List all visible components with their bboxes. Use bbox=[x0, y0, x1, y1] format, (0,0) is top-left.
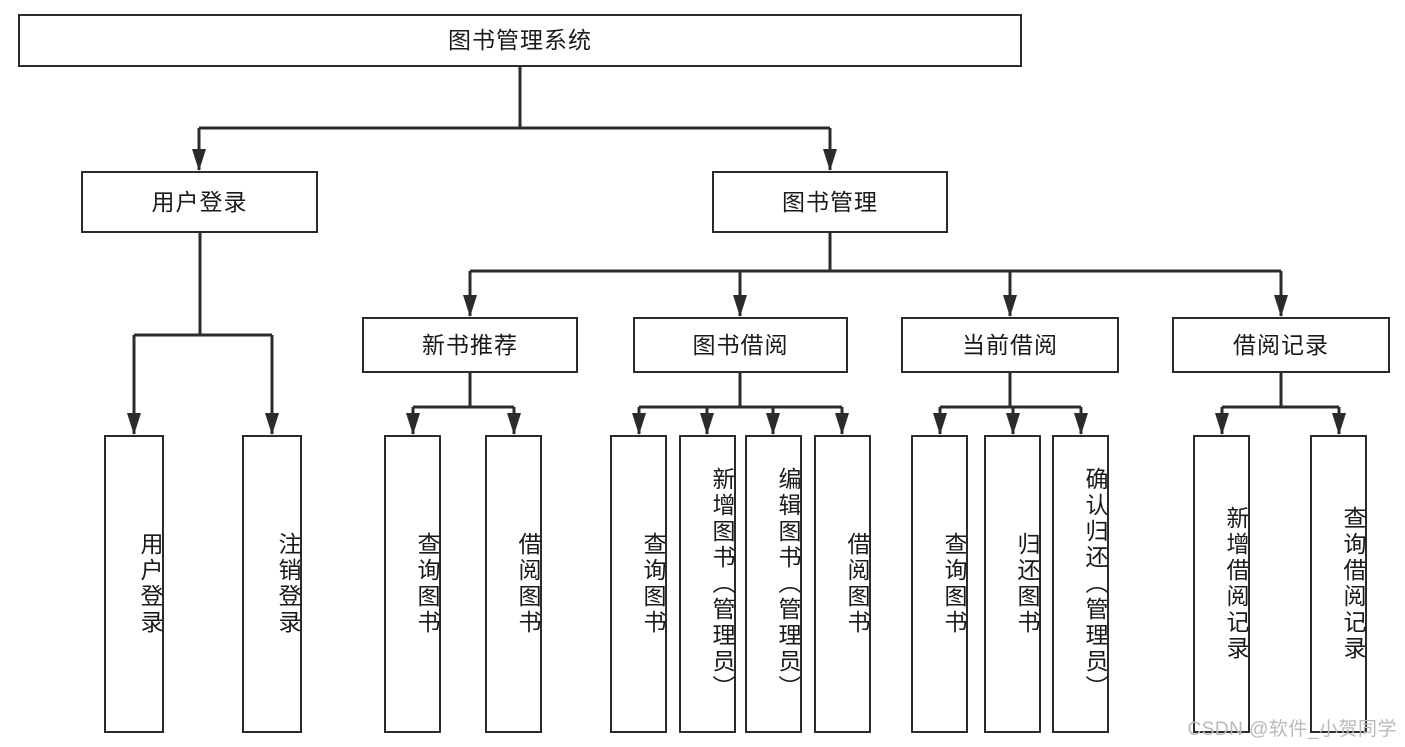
node-leaf-query-book-a-label: 查询图书 bbox=[414, 532, 440, 636]
node-leaf-logout[interactable]: 注销登录 bbox=[242, 435, 302, 733]
node-leaf-user-login[interactable]: 用户登录 bbox=[104, 435, 164, 733]
node-new-book-recommendation[interactable]: 新书推荐 bbox=[362, 317, 578, 373]
node-user-login-label: 用户登录 bbox=[151, 188, 248, 215]
node-leaf-edit-book-label: 编辑图书（管理员） bbox=[775, 467, 801, 701]
node-leaf-query-book-b[interactable]: 查询图书 bbox=[610, 435, 667, 733]
node-book-borrowing[interactable]: 图书借阅 bbox=[633, 317, 848, 373]
csdn-watermark: CSDN @软件_小贺同学 bbox=[1187, 719, 1397, 740]
node-leaf-confirm-return-label: 确认归还（管理员） bbox=[1082, 467, 1108, 701]
node-leaf-borrow-book-a[interactable]: 借阅图书 bbox=[485, 435, 542, 733]
node-leaf-query-book-c[interactable]: 查询图书 bbox=[911, 435, 968, 733]
node-leaf-query-book-b-label: 查询图书 bbox=[640, 532, 666, 636]
node-leaf-add-record[interactable]: 新增借阅记录 bbox=[1193, 435, 1250, 733]
node-leaf-query-book-a[interactable]: 查询图书 bbox=[384, 435, 441, 733]
node-leaf-edit-book[interactable]: 编辑图书（管理员） bbox=[745, 435, 802, 733]
node-leaf-query-book-c-label: 查询图书 bbox=[941, 532, 967, 636]
node-new-book-recommendation-label: 新书推荐 bbox=[422, 331, 518, 358]
node-leaf-logout-label: 注销登录 bbox=[275, 532, 301, 636]
node-current-borrowing[interactable]: 当前借阅 bbox=[901, 317, 1119, 373]
node-book-management[interactable]: 图书管理 bbox=[712, 171, 948, 233]
node-current-borrowing-label: 当前借阅 bbox=[962, 331, 1058, 358]
node-leaf-query-record-label: 查询借阅记录 bbox=[1340, 506, 1366, 662]
node-book-borrowing-label: 图书借阅 bbox=[692, 331, 789, 358]
node-leaf-confirm-return[interactable]: 确认归还（管理员） bbox=[1052, 435, 1109, 733]
node-leaf-borrow-book-b[interactable]: 借阅图书 bbox=[814, 435, 871, 733]
node-book-management-label: 图书管理 bbox=[782, 188, 878, 215]
node-user-login[interactable]: 用户登录 bbox=[81, 171, 318, 233]
node-leaf-add-book[interactable]: 新增图书（管理员） bbox=[679, 435, 736, 733]
node-leaf-query-record[interactable]: 查询借阅记录 bbox=[1310, 435, 1367, 733]
node-leaf-add-book-label: 新增图书（管理员） bbox=[709, 467, 735, 701]
node-leaf-borrow-book-a-label: 借阅图书 bbox=[515, 532, 541, 636]
node-root-label: 图书管理系统 bbox=[448, 27, 592, 54]
node-leaf-borrow-book-b-label: 借阅图书 bbox=[844, 532, 870, 636]
node-leaf-user-login-label: 用户登录 bbox=[137, 532, 163, 636]
node-leaf-add-record-label: 新增借阅记录 bbox=[1223, 506, 1249, 662]
node-root[interactable]: 图书管理系统 bbox=[18, 14, 1022, 67]
node-leaf-return-book-label: 归还图书 bbox=[1014, 532, 1040, 636]
node-borrowing-record[interactable]: 借阅记录 bbox=[1172, 317, 1390, 373]
node-borrowing-record-label: 借阅记录 bbox=[1233, 331, 1329, 358]
node-leaf-return-book[interactable]: 归还图书 bbox=[984, 435, 1041, 733]
